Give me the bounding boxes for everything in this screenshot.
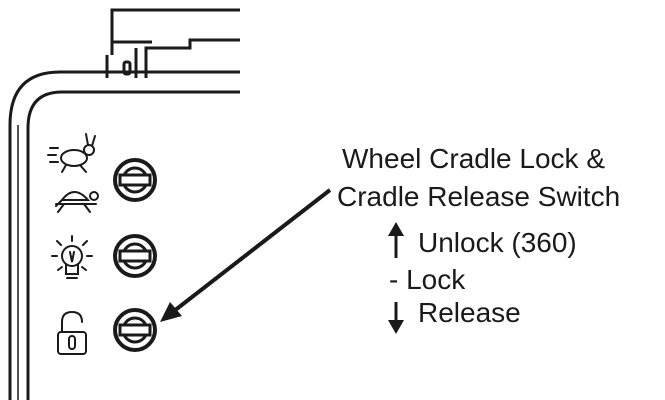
callout-arrow — [160, 188, 332, 322]
light-switch[interactable] — [113, 234, 157, 278]
callout-title-line2: Cradle Release Switch — [337, 181, 620, 212]
padlock-icon — [57, 310, 87, 355]
turtle-icon — [55, 191, 99, 213]
arrow-down-icon — [388, 302, 404, 334]
arrow-up-icon — [388, 222, 404, 258]
callout-title-line1: Wheel Cradle Lock & — [342, 143, 605, 174]
controller-housing — [8, 70, 240, 400]
option-release: Release — [418, 297, 521, 328]
option-lock: - Lock — [389, 264, 466, 295]
speed-switch[interactable] — [113, 158, 157, 202]
rabbit-icon — [47, 133, 96, 173]
lightbulb-icon — [51, 235, 93, 279]
wheel-cradle-switch[interactable] — [113, 308, 157, 352]
option-unlock: Unlock (360) — [418, 227, 577, 258]
mounting-bracket — [105, 8, 240, 78]
